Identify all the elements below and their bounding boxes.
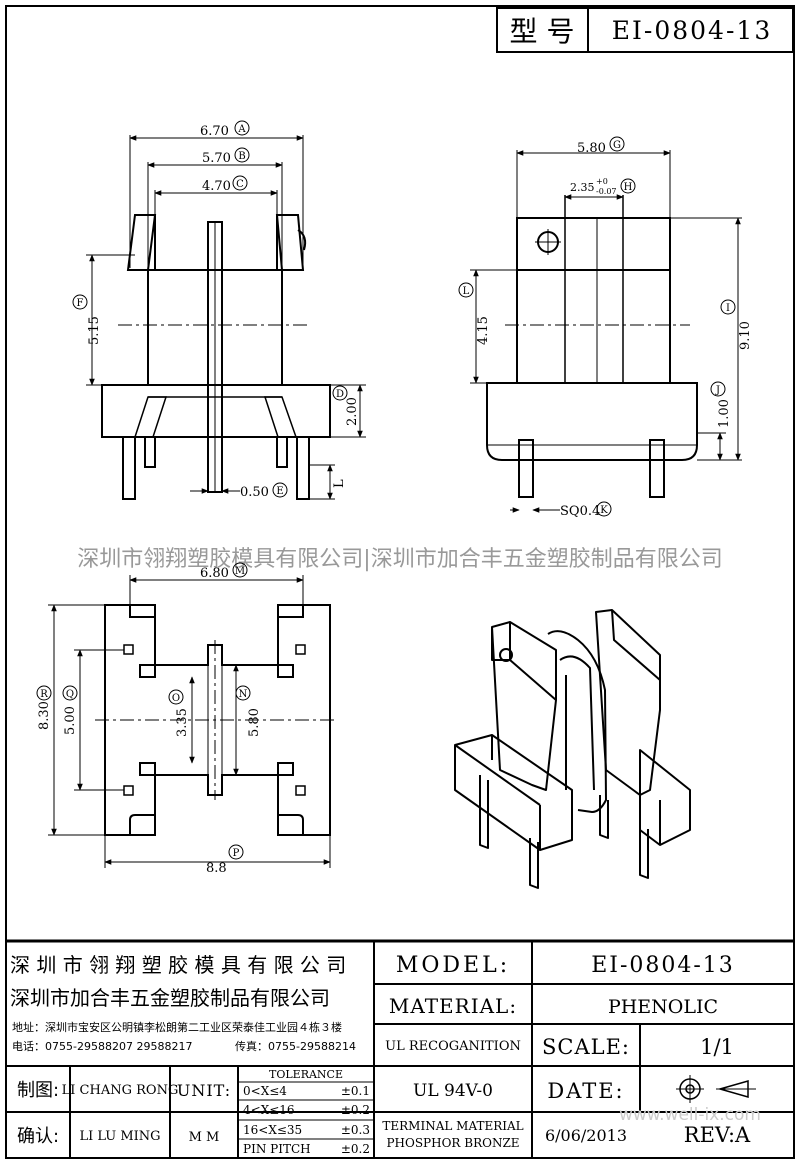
dim-k: SQ0.4 <box>560 504 600 519</box>
label-f: F <box>77 298 84 309</box>
label-c: C <box>236 179 244 190</box>
dim-h-tol-minus: -0.07 <box>596 187 617 196</box>
type-label: 型 号 <box>510 15 575 48</box>
label-k: K <box>600 505 608 516</box>
date-value: 6/06/2013 <box>545 1126 627 1145</box>
side-view <box>486 195 698 498</box>
tolerance-value-2: ±0.2 <box>341 1103 370 1117</box>
dim-h-tol-plus: +0 <box>596 177 608 186</box>
terminal-material-label: TERMINAL MATERIAL <box>382 1119 523 1133</box>
label-n: N <box>239 689 248 700</box>
dim-j: 1.00 <box>717 399 732 428</box>
tolerance-range-3: 16<X≤35 <box>243 1123 302 1137</box>
tolerance-range-2: 4<X≤16 <box>243 1103 295 1117</box>
company-fax: 传真：0755-29588214 <box>235 1039 356 1053</box>
bottom-view-dimensions <box>48 575 331 868</box>
unit-label: UNIT: <box>177 1081 231 1100</box>
company-name-1: 深 圳 市 翎 翔 塑 胶 模 具 有 限 公 司 <box>10 953 346 977</box>
tolerance-title: TOLERANCE <box>269 1068 343 1081</box>
company-address: 地址：深圳市宝安区公明镇李松朗第二工业区荣泰佳工业园４栋３楼 <box>12 1020 342 1034</box>
tolerance-range-1: 0<X≤4 <box>243 1084 287 1098</box>
corner-watermark: www.well-ix.com <box>619 1105 761 1125</box>
dim-n: 5.80 <box>247 708 262 737</box>
bottom-view <box>95 604 335 836</box>
checked-name: LI LU MING <box>79 1129 160 1144</box>
tolerance-value-3: ±0.3 <box>341 1123 370 1137</box>
label-i: I <box>726 303 730 314</box>
label-j: J <box>715 385 720 396</box>
company-name-2: 深圳市加合丰五金塑胶制品有限公司 <box>10 986 330 1010</box>
title-block-lines <box>6 939 794 1158</box>
date-label: DATE: <box>547 1079 624 1103</box>
front-view-dimensions <box>86 135 366 500</box>
dim-a: 6.70 <box>200 124 229 139</box>
dim-p: 8.8 <box>206 861 227 876</box>
label-d: D <box>336 389 344 400</box>
label-b: B <box>238 151 245 162</box>
side-view-labels: 5.80 G 2.35 +0 -0.07 H 4.15 L 9.10 I 1.0… <box>458 136 753 519</box>
front-view-labels: 6.70 A 5.70 B 4.70 C 5.15 F 2.00 D L 0.5… <box>72 120 360 500</box>
terminal-material-value: PHOSPHOR BRONZE <box>386 1136 519 1150</box>
title-block-text: 深 圳 市 翎 翔 塑 胶 模 具 有 限 公 司 深圳市加合丰五金塑胶制品有限… <box>10 953 751 1156</box>
scale-label: SCALE: <box>542 1035 630 1059</box>
ul-value: UL 94V-0 <box>413 1081 493 1101</box>
dim-o: 3.35 <box>175 708 190 737</box>
dim-i: 9.10 <box>738 321 753 350</box>
tolerance-range-4: PIN PITCH <box>243 1142 311 1156</box>
drawn-name: LI CHANG RONG <box>62 1083 179 1098</box>
header-model-code: EI-0804-13 <box>612 16 772 45</box>
label-o: O <box>172 693 180 704</box>
label-a: A <box>237 124 246 135</box>
dim-d: 2.00 <box>345 397 360 426</box>
tolerance-value-1: ±0.1 <box>341 1084 370 1098</box>
header-box: 型 号 EI-0804-13 <box>496 7 794 53</box>
dim-m: 6.80 <box>200 566 229 581</box>
dim-l-left: L <box>332 479 347 488</box>
label-r: R <box>40 689 48 700</box>
watermark: 深圳市翎翔塑胶模具有限公司|深圳市加合丰五金塑胶制品有限公司 <box>77 547 722 572</box>
company-phone: 电话：0755-29588207 29588217 <box>12 1040 192 1053</box>
drawn-label: 制图: <box>17 1080 59 1101</box>
label-q: Q <box>66 689 74 700</box>
label-g: G <box>613 140 621 151</box>
dim-c: 4.70 <box>202 179 231 194</box>
model-label: MODEL: <box>396 953 510 978</box>
dim-f: 5.15 <box>87 316 102 345</box>
isometric-view <box>454 609 691 889</box>
revision: REV:A <box>684 1123 751 1147</box>
ul-label: UL RECOGANITION <box>385 1039 521 1054</box>
label-e: E <box>276 486 283 497</box>
model-value: EI-0804-13 <box>591 953 735 978</box>
tolerance-value-4: ±0.2 <box>341 1142 370 1156</box>
material-value: PHENOLIC <box>608 996 718 1018</box>
dim-l-right: 4.15 <box>476 316 491 345</box>
dim-g: 5.80 <box>577 141 606 156</box>
dim-q: 5.00 <box>63 706 78 735</box>
front-view <box>101 214 331 500</box>
dim-e: 0.50 <box>240 485 269 500</box>
sheet-border <box>5 5 795 1159</box>
label-h: H <box>624 182 633 193</box>
scale-value: 1/1 <box>700 1035 734 1059</box>
label-l: L <box>463 286 470 297</box>
dim-b: 5.70 <box>202 151 231 166</box>
checked-label: 确认: <box>17 1126 59 1147</box>
unit-value: M M <box>189 1130 220 1145</box>
material-label: MATERIAL: <box>389 994 517 1018</box>
projection-symbol-icon <box>676 1075 756 1103</box>
dim-r: 8.30 <box>37 701 52 730</box>
label-m: M <box>235 566 245 577</box>
dim-h: 2.35 <box>570 181 595 194</box>
side-view-dimensions <box>470 150 742 513</box>
label-p: P <box>233 848 240 859</box>
bottom-view-labels: 6.80 M 8.30 R 5.00 Q 3.35 O 5.80 N 8.8 P <box>36 562 262 876</box>
